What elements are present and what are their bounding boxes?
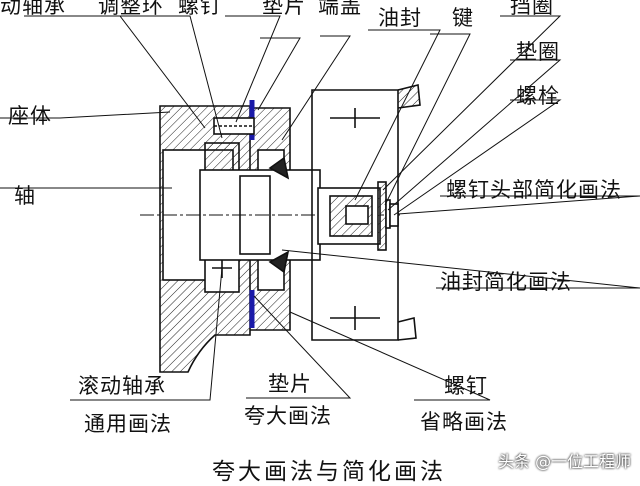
label-key: 键: [452, 6, 474, 30]
label-screw-head-simplified: 螺钉头部简化画法: [446, 178, 622, 202]
label-housing: 座体: [8, 104, 52, 128]
label-shaft: 轴: [14, 184, 36, 208]
label-rolling-bearing-bottom: 滚动轴承: [78, 374, 166, 398]
label-exaggerated-drawing: 夸大画法: [244, 404, 332, 428]
watermark: 头条 @一位工程师: [498, 452, 632, 471]
label-adjusting-ring: 调整环: [98, 0, 164, 18]
label-retaining-ring: 挡圈: [510, 0, 554, 18]
retaining-ring: [377, 181, 387, 251]
label-end-cover: 端盖: [318, 0, 362, 18]
label-screw-top: 螺钉: [178, 0, 222, 18]
label-gasket-bottom: 垫片: [268, 372, 312, 396]
label-washer: 垫圈: [516, 40, 560, 64]
oil-seal: [268, 156, 290, 180]
label-rolling-bearing-top: 滚动轴承: [0, 0, 66, 18]
label-bolt: 螺栓: [516, 84, 560, 108]
label-screw-bottom: 螺钉: [444, 374, 488, 398]
label-general-drawing: 通用画法: [84, 412, 172, 436]
label-oil-seal-simplified: 油封简化画法: [440, 270, 572, 294]
figure-title: 夸大画法与简化画法: [212, 459, 446, 485]
label-gasket-top: 垫片: [262, 0, 306, 18]
label-oil-seal: 油封: [378, 6, 422, 30]
label-omitted-drawing: 省略画法: [420, 410, 508, 434]
